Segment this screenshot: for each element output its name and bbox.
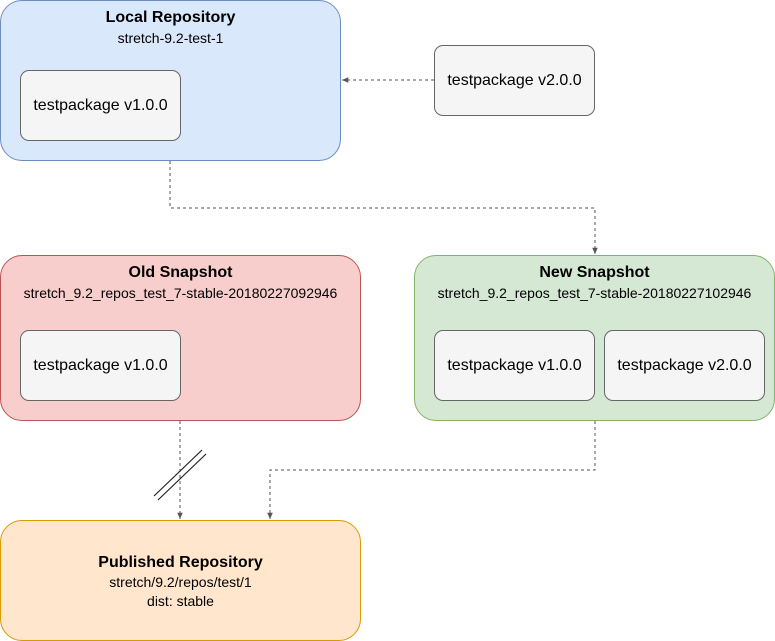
new-snapshot-subtitle: stretch_9.2_repos_test_7-stable-20180227…: [437, 285, 752, 301]
local-repository-subtitle: stretch-9.2-test-1: [117, 30, 224, 46]
published-repository-subtitle: stretch/9.2/repos/test/1: [109, 574, 252, 590]
local-repository-package: testpackage v1.0.0: [20, 70, 181, 141]
published-repository-dist: dist: stable: [147, 593, 214, 609]
local-repository-title: Local Repository: [105, 9, 236, 26]
published-repository-title: Published Repository: [98, 554, 263, 571]
local-repository-container: Local Repository stretch-9.2-test-1 test…: [0, 0, 341, 161]
arrow-local-repo-to-new-snapshot: [169, 161, 598, 254]
old-snapshot-title: Old Snapshot: [128, 264, 233, 281]
old-snapshot-container: Old Snapshot stretch_9.2_repos_test_7-st…: [0, 255, 361, 421]
published-repository-container: Published Repository stretch/9.2/repos/t…: [0, 520, 361, 641]
new-snapshot-package-2: testpackage v2.0.0: [604, 330, 765, 401]
incoming-package: testpackage v2.0.0: [434, 45, 595, 116]
arrow-new-snapshot-to-published: [267, 421, 596, 519]
new-snapshot-package-1: testpackage v1.0.0: [434, 330, 595, 401]
old-snapshot-subtitle: stretch_9.2_repos_test_7-stable-20180227…: [23, 285, 338, 301]
old-snapshot-package: testpackage v1.0.0: [20, 330, 181, 401]
new-snapshot-container: New Snapshot stretch_9.2_repos_test_7-st…: [414, 255, 775, 421]
new-snapshot-title: New Snapshot: [539, 264, 650, 281]
connection-break-marker: [153, 449, 207, 501]
